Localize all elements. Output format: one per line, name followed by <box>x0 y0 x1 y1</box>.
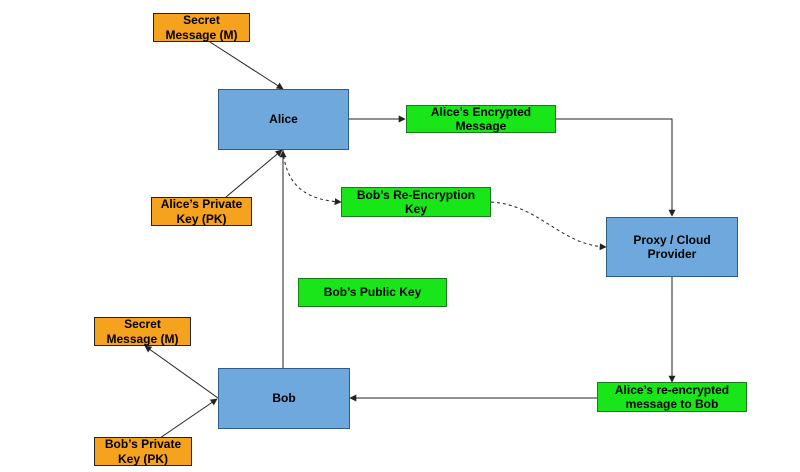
bob-public-key-label: Bob’s Public Key <box>323 285 422 300</box>
bob-private-key-label: Bob’s Private Key (PK) <box>104 437 182 466</box>
alice-label: Alice <box>269 112 298 127</box>
alice-reencrypted-message-box: Alice’s re-encrypted message to Bob <box>597 382 747 412</box>
alice-encrypted-message-box: Alice’s Encrypted Message <box>406 105 556 133</box>
secret-message-bob-box: Secret Message (M) <box>94 317 191 346</box>
alice-private-key-box: Alice’s Private Key (PK) <box>151 197 252 226</box>
arrow-secret-to-alice <box>209 41 284 90</box>
arrow-bob-to-secret <box>144 345 219 399</box>
bob-private-key-box: Bob’s Private Key (PK) <box>94 437 192 466</box>
bob-public-key-box: Bob’s Public Key <box>298 278 447 307</box>
bob-reencryption-key-label: Bob’s Re-Encryption Key <box>356 187 476 216</box>
secret-message-alice-label: Secret Message (M) <box>165 13 238 42</box>
secret-message-alice-box: Secret Message (M) <box>153 13 250 42</box>
arrow-alice-to-reencryption-key <box>282 149 342 206</box>
bob-reencryption-key-box: Bob’s Re-Encryption Key <box>341 187 491 217</box>
arrow-privatekey-to-alice <box>225 149 283 198</box>
secret-message-bob-label: Secret Message (M) <box>106 317 179 346</box>
alice-reencrypted-message-label: Alice’s re-encrypted message to Bob <box>614 382 730 411</box>
proxy-cloud-provider-label: Proxy / Cloud Provider <box>633 232 711 261</box>
alice-box: Alice <box>218 89 349 150</box>
arrow-reencryption-key-to-proxy <box>490 201 607 251</box>
alice-private-key-label: Alice’s Private Key (PK) <box>160 197 243 226</box>
arrow-encrypted-to-proxy <box>556 118 676 217</box>
alice-encrypted-message-label: Alice’s Encrypted Message <box>430 104 532 133</box>
arrow-bob-privatekey-to-bob <box>159 398 218 439</box>
bob-box: Bob <box>218 368 350 429</box>
bob-label: Bob <box>272 391 296 406</box>
proxy-cloud-provider-box: Proxy / Cloud Provider <box>606 217 738 277</box>
